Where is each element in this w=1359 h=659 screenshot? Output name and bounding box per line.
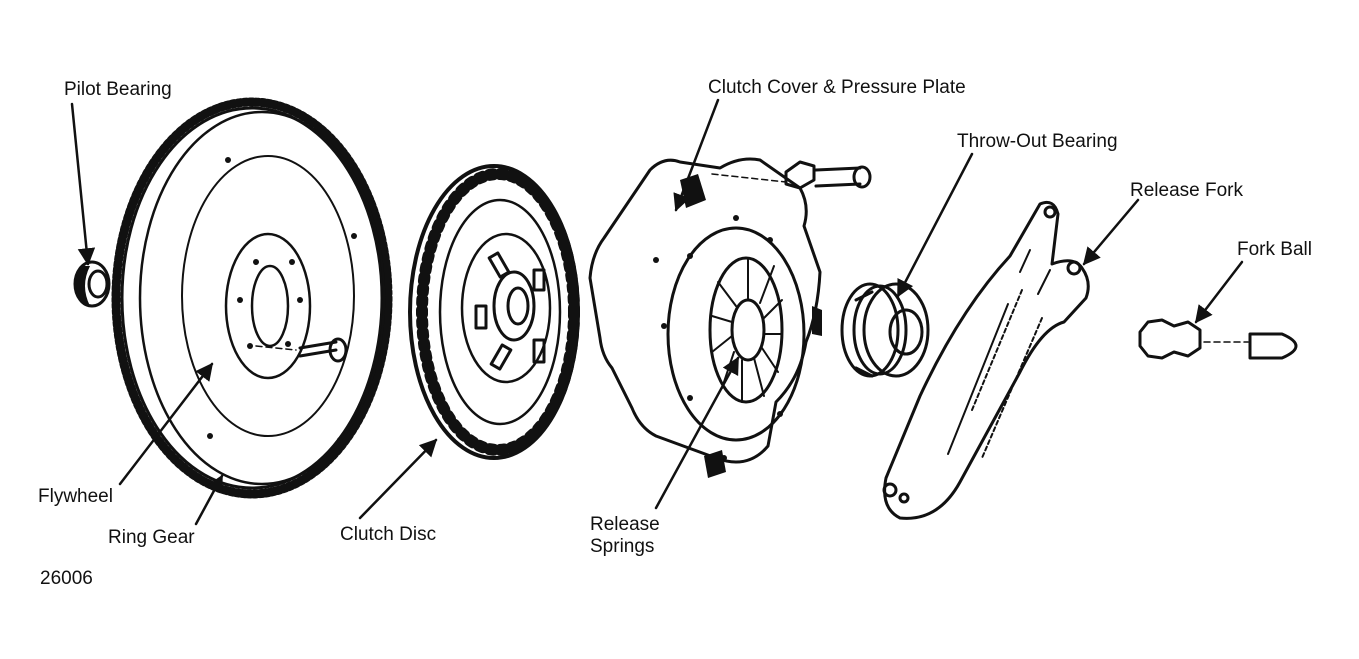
- label-flywheel: Flywheel: [38, 486, 113, 507]
- label-release-springs-line1: Release: [590, 514, 660, 535]
- label-throwout-bearing: Throw-Out Bearing: [957, 131, 1118, 152]
- label-clutch-disc: Clutch Disc: [340, 524, 436, 545]
- flywheel-part: [111, 97, 393, 499]
- label-pilot-bearing: Pilot Bearing: [64, 79, 172, 100]
- clutch-disc-part: [408, 164, 580, 460]
- leader-lines: [70, 98, 1244, 526]
- label-release-springs-line2: Springs: [590, 536, 654, 557]
- clutch-cover-part: [588, 157, 872, 478]
- label-fork-ball: Fork Ball: [1237, 239, 1312, 260]
- fork-ball-part: [1138, 318, 1298, 360]
- label-release-fork: Release Fork: [1130, 180, 1243, 201]
- figure-number: 26006: [40, 568, 93, 589]
- pilot-bearing-part: [73, 260, 111, 308]
- label-ring-gear: Ring Gear: [108, 527, 195, 548]
- release-fork-part: [882, 200, 1090, 520]
- label-clutch-cover: Clutch Cover & Pressure Plate: [708, 77, 966, 98]
- throwout-bearing-part: [840, 282, 930, 378]
